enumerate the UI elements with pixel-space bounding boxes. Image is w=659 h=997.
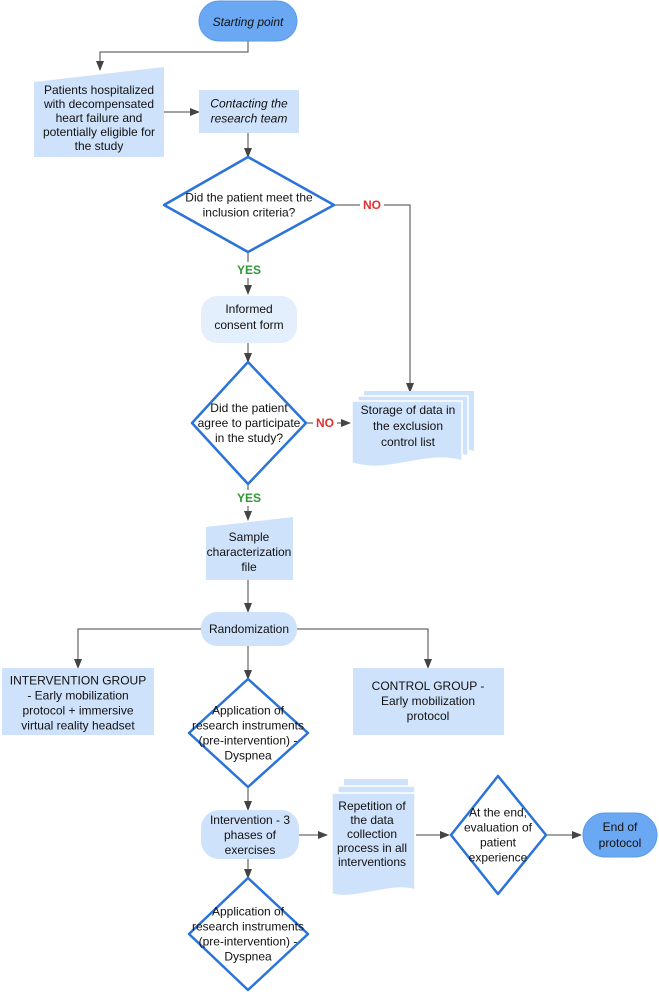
app1-decision — [187, 677, 310, 789]
repetition-multidocument — [331, 779, 416, 897]
d-inclusion-line: inclusion criteria? — [203, 206, 296, 220]
d-end-eval-line: evaluation of — [464, 821, 533, 835]
control-group-box — [353, 668, 504, 735]
d-agree-line: in the study? — [215, 431, 283, 445]
random-line: Randomization — [209, 622, 289, 636]
contact-box — [199, 90, 299, 133]
start-line: Starting point — [213, 15, 284, 29]
end-terminal — [582, 812, 658, 858]
patients-line: Patients hospitalized — [44, 83, 154, 97]
storage-multidocument — [351, 391, 474, 468]
no-label-agree: NO — [316, 416, 334, 430]
sample-line: characterization — [207, 545, 292, 559]
end-line: protocol — [599, 836, 642, 850]
consent-box — [201, 296, 297, 343]
d-end-eval-line: At the end, — [469, 806, 527, 820]
consent-label: Informed consent form — [214, 302, 283, 332]
consent-line: consent form — [214, 318, 283, 332]
random-label: Randomization — [209, 622, 289, 636]
no-label-inclusion: NO — [363, 198, 381, 212]
d-app1-line: (pre-intervention) - — [199, 734, 298, 748]
contact-line: research team — [211, 112, 288, 126]
repetition-line: collection — [347, 827, 397, 841]
end-line: End of — [603, 820, 638, 834]
intervention-group-line: INTERVENTION GROUP — [10, 674, 146, 688]
d-app2-line: research instruments — [192, 920, 304, 934]
edge-labels: NO YES NO YES — [234, 197, 384, 506]
d-app2-line: Dyspnea — [224, 950, 272, 964]
end-eval-decision — [449, 774, 548, 896]
random-box — [201, 612, 297, 646]
edge-random-control-group — [296, 628, 432, 669]
d-app2-line: Application of — [212, 905, 285, 919]
intervention-group-box — [2, 668, 154, 735]
d-agree-line: agree to participate — [198, 416, 301, 430]
edge-random-intervention-group — [74, 628, 201, 669]
control-group-line: Early mobilization — [381, 694, 475, 708]
contact-line: Contacting the — [210, 97, 288, 111]
patients-line: heart failure and — [56, 111, 143, 125]
edge-inclusion-no-storage — [334, 204, 414, 393]
patients-line: potentially eligible for — [43, 125, 155, 139]
storage-label: Storage of data in the exclusion control l… — [361, 403, 456, 449]
d-app2-line: (pre-intervention) - — [199, 935, 298, 949]
intervention-line: exercises — [225, 843, 276, 857]
patients-line: with decompensated — [43, 97, 154, 111]
d-end-eval-line: patient — [480, 836, 517, 850]
start-terminal — [198, 0, 298, 42]
intervention-group-line: virtual reality headset — [21, 719, 135, 733]
inclusion-decision — [162, 155, 336, 254]
patients-line: the study — [75, 139, 124, 153]
d-app1-line: research instruments — [192, 719, 304, 733]
edges — [74, 41, 582, 879]
sample-line: Sample — [229, 530, 270, 544]
patients-input-box — [34, 67, 164, 157]
d-app1-line: Application of — [212, 704, 285, 718]
yes-label-agree: YES — [237, 491, 261, 505]
repetition-line: process in all — [337, 841, 407, 855]
sample-line: file — [241, 560, 257, 574]
end-label: End of protocol — [599, 820, 642, 850]
intervention-box — [201, 810, 299, 859]
d-end-eval-line: experience — [469, 851, 528, 865]
repetition-line: the data — [350, 813, 394, 827]
sample-input-box — [206, 517, 293, 580]
storage-line: control list — [381, 435, 436, 449]
edge-start-patients — [96, 41, 249, 71]
repetition-line: Repetition of — [338, 799, 406, 813]
control-group-line: protocol — [407, 709, 450, 723]
storage-line: the exclusion — [373, 419, 443, 433]
consent-line: Informed — [225, 302, 272, 316]
intervention-line: phases of — [224, 828, 277, 842]
intervention-group-line: protocol + immersive — [22, 704, 133, 718]
intervention-group-line: - Early mobilization — [27, 689, 128, 703]
yes-label-inclusion: YES — [237, 263, 261, 277]
app2-decision — [187, 876, 310, 992]
storage-line: Storage of data in — [361, 403, 456, 417]
d-agree-line: Did the patient — [210, 401, 288, 415]
intervention-line: Intervention - 3 — [210, 813, 290, 827]
control-group-line: CONTROL GROUP - — [372, 679, 485, 693]
repetition-line: interventions — [338, 855, 406, 869]
start-label: Starting point — [213, 15, 284, 29]
d-inclusion-line: Did the patient meet the — [185, 191, 313, 205]
agree-decision — [190, 360, 308, 486]
d-app1-line: Dyspnea — [224, 749, 272, 763]
